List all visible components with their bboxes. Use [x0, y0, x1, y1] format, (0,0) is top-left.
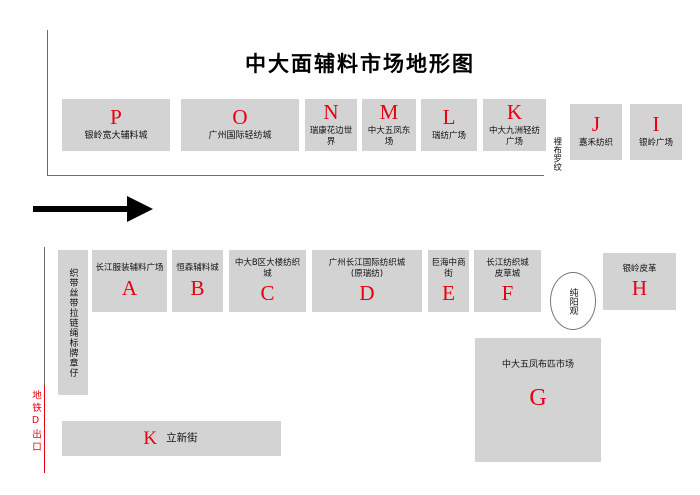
building-name: 广州长江国际纺织城 [328, 257, 406, 268]
building-letter: N [323, 99, 339, 124]
building-letter: L [442, 105, 456, 130]
building-letter: H [631, 276, 648, 301]
building-name: 中大五凤布匹市场 [501, 360, 574, 370]
building-letter: I [652, 112, 660, 137]
top-left-border-line [47, 30, 48, 175]
metro-exit-line [44, 385, 45, 473]
building-letter: E [442, 281, 455, 306]
building-name: 广州国际轻纺城 [208, 131, 272, 142]
building-name: 长江纺织城 [486, 257, 529, 268]
arrow-head [127, 196, 153, 222]
building-letter: F [501, 281, 514, 306]
haberdashery-strip: 织带丝带拉链绳标牌章仔 [58, 250, 88, 395]
building-name: 银岭宽大辅料城 [84, 131, 148, 142]
building-b: 恒森辅料城 B [172, 250, 223, 312]
building-subname: 皮草城 [494, 269, 521, 279]
building-name: 银岭广场 [638, 138, 673, 149]
arrow-shaft [33, 206, 127, 212]
top-row-baseline [47, 175, 544, 176]
street-name: 立新街 [166, 431, 198, 444]
building-name: 瑞康花边世界 [309, 125, 353, 147]
building-n: N 瑞康花边世界 [305, 99, 357, 151]
building-f: 长江纺织城 皮草城 F [474, 250, 541, 312]
building-name: 恒森辅料城 [176, 263, 219, 274]
building-name: 银岭皮革 [622, 263, 657, 274]
building-c: 中大B区大楼纺织城 C [229, 250, 306, 312]
building-subname: (原瑞纺) [350, 269, 384, 279]
building-name: 长江服装辅料广场 [95, 263, 164, 274]
direction-arrow [33, 196, 153, 224]
building-e: 巨海中商街 E [428, 250, 469, 312]
page-title: 中大面辅料市场地形图 [245, 52, 475, 76]
building-l: L 瑞纺广场 [421, 99, 477, 151]
building-name: 中大五凤东场 [367, 125, 411, 147]
building-letter: J [591, 112, 601, 137]
building-a: 长江服装辅料广场 A [92, 250, 167, 312]
building-letter: G [529, 384, 547, 411]
building-h: 银岭皮革 H [603, 253, 676, 310]
building-d: 广州长江国际纺织城 (原瑞纺) D [312, 250, 422, 312]
temple-label: 纯阳观 [567, 287, 578, 315]
building-name: 中大九洲轻纺广场 [488, 125, 540, 147]
building-name: 巨海中商街 [431, 257, 466, 279]
building-j: J 嘉禾纺织 [570, 104, 622, 160]
building-i: I 银岭广场 [630, 104, 682, 160]
lining-ribbing-note: 裡布罗纹 [551, 137, 562, 171]
building-letter: A [121, 275, 138, 300]
building-g: 中大五凤布匹市场 G [475, 338, 601, 462]
building-letter: B [190, 275, 205, 300]
street-lixin: K 立新街 [62, 421, 281, 456]
temple-chunyangguan: 纯阳观 [550, 272, 596, 330]
building-letter: D [359, 281, 375, 306]
building-name: 嘉禾纺织 [578, 138, 613, 149]
street-letter: K [143, 428, 158, 449]
building-letter: C [260, 281, 275, 306]
building-name: 瑞纺广场 [431, 131, 466, 142]
building-letter: M [379, 99, 399, 124]
building-m: M 中大五凤东场 [362, 99, 416, 151]
building-o: O 广州国际轻纺城 [181, 99, 299, 151]
building-letter: O [232, 105, 248, 130]
building-letter: P [110, 105, 122, 130]
metro-exit-label: 地铁D出口 [30, 390, 41, 454]
left-border-line [44, 247, 45, 385]
building-name: 中大B区大楼纺织城 [234, 257, 301, 279]
building-p: P 银岭宽大辅料城 [62, 99, 170, 151]
strip-label: 织带丝带拉链绳标牌章仔 [67, 267, 78, 378]
building-letter: K [506, 99, 523, 124]
building-k-north: K 中大九洲轻纺广场 [483, 99, 546, 151]
